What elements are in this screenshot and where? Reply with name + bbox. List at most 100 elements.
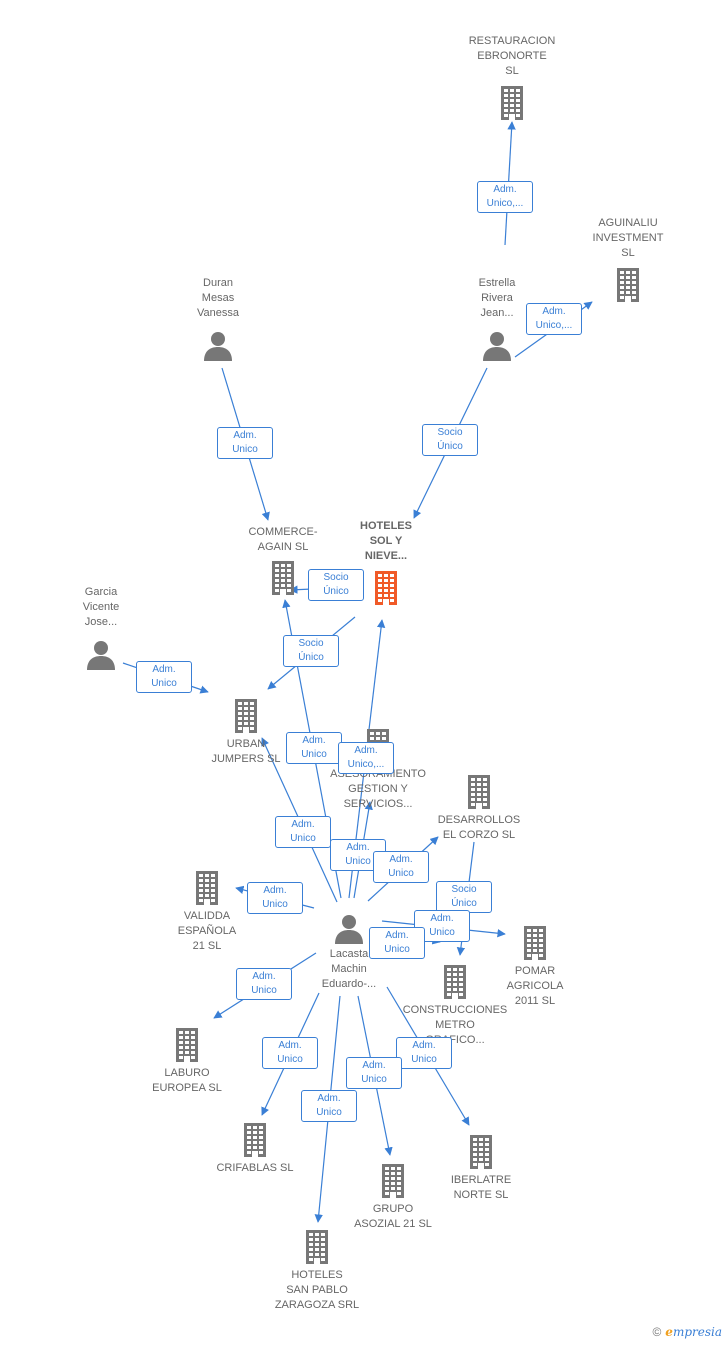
node-label-line: AGAIN SL bbox=[257, 541, 309, 553]
building-icon bbox=[176, 1028, 198, 1062]
node-icon-hoteles_sp[interactable] bbox=[303, 1228, 331, 1269]
edge-label-duran-to-commerce[interactable]: Adm.Unico bbox=[217, 427, 273, 459]
edge-label-garcia-to-urban[interactable]: Adm. Unico bbox=[136, 661, 192, 693]
node-icon-desarrollos[interactable] bbox=[465, 773, 493, 814]
node-label-line: Machin bbox=[331, 963, 367, 975]
node-label-line: NIEVE... bbox=[364, 550, 408, 562]
node-label-line: JUMPERS SL bbox=[211, 753, 281, 765]
edge-label-lacasta-to-iberlatre[interactable]: Adm.Unico bbox=[301, 1090, 357, 1122]
edge-label-text: Adm. bbox=[354, 745, 378, 756]
edge-label-lacasta-to-commerce[interactable]: Adm.Unico bbox=[286, 732, 342, 764]
node-label-line: CONSTRUCCIONES bbox=[402, 1004, 508, 1016]
node-icon-duran[interactable] bbox=[203, 331, 233, 366]
node-icon-restauracion[interactable] bbox=[498, 84, 526, 125]
node-icon-crifablas[interactable] bbox=[241, 1121, 269, 1162]
edge-label-text: Adm. bbox=[291, 819, 315, 830]
node-icon-estrella[interactable] bbox=[482, 331, 512, 366]
node-commerce[interactable]: COMMERCE- AGAIN SL bbox=[223, 525, 343, 555]
node-icon-validda[interactable] bbox=[193, 869, 221, 910]
edge-label-text: Unico bbox=[345, 856, 371, 867]
node-icon-lacasta[interactable] bbox=[334, 914, 364, 949]
edge-label-text: Unico bbox=[429, 927, 455, 938]
edge-label-text: Adm. bbox=[346, 842, 370, 853]
edge-label-lacasta-to-validda[interactable]: Adm.Unico bbox=[247, 882, 303, 914]
node-icon-construcciones[interactable] bbox=[441, 963, 469, 1004]
edge-label-text: Único bbox=[451, 898, 477, 909]
edge-label-lacasta-to-construcciones[interactable]: Adm.Unico bbox=[369, 927, 425, 959]
node-icon-aguinaliu[interactable] bbox=[614, 266, 642, 307]
node-label-line: POMAR bbox=[514, 965, 556, 977]
brand-initial: e bbox=[665, 1325, 673, 1339]
edge-label-lacasta-to-hoteles_sp[interactable]: Adm.Unico bbox=[396, 1037, 452, 1069]
building-icon bbox=[468, 775, 490, 809]
node-label-line: VALIDDA bbox=[183, 910, 231, 922]
edge-label-lacasta-to-desarrollos[interactable]: Adm. Unico bbox=[373, 851, 429, 883]
edge-label-lacasta-to-crifablas[interactable]: Adm. Unico bbox=[262, 1037, 318, 1069]
edge-label-text: Único bbox=[323, 586, 349, 597]
edge-label-estrella-to-restauracion[interactable]: Adm.Unico,... bbox=[477, 181, 533, 213]
edge-label-estrella-to-aguinaliu[interactable]: Adm.Unico,... bbox=[526, 303, 582, 335]
edge-label-text: Adm. bbox=[362, 1060, 386, 1071]
edge-label-text: Unico bbox=[151, 678, 177, 689]
edge-label-text: Unico bbox=[388, 868, 414, 879]
edge-label-lacasta-to-grupo[interactable]: Adm.Unico bbox=[346, 1057, 402, 1089]
node-icon-commerce[interactable] bbox=[269, 559, 297, 600]
person-icon bbox=[483, 332, 511, 361]
node-icon-pomar[interactable] bbox=[521, 924, 549, 965]
edge-label-text: Adm. bbox=[152, 664, 176, 675]
edge-label-text: Adm. bbox=[233, 430, 257, 441]
edge-label-text: Unico bbox=[384, 944, 410, 955]
edge-label-text: Socio bbox=[437, 427, 463, 438]
edge-label-text: Unico bbox=[411, 1054, 437, 1065]
building-icon bbox=[375, 571, 397, 605]
node-label-line: EL CORZO SL bbox=[442, 829, 516, 841]
edge-label-lacasta-to-laburo[interactable]: Adm.Unico bbox=[236, 968, 292, 1000]
node-label-line: Eduardo-... bbox=[321, 978, 377, 990]
node-icon-iberlatre[interactable] bbox=[467, 1133, 495, 1174]
node-icon-urban[interactable] bbox=[232, 697, 260, 738]
node-label-line: COMMERCE- bbox=[248, 526, 318, 538]
building-icon bbox=[501, 86, 523, 120]
node-icon-garcia[interactable] bbox=[86, 640, 116, 675]
edge-label-lacasta-to-pomar[interactable]: Adm.Unico bbox=[414, 910, 470, 942]
node-label-line: GRUPO bbox=[372, 1203, 414, 1215]
edge-label-text: Adm. bbox=[389, 854, 413, 865]
edge-label-lacasta-to-hoteles_sol[interactable]: Adm.Unico,... bbox=[338, 742, 394, 774]
node-grupo[interactable]: GRUPO ASOZIAL 21 SL bbox=[333, 1202, 453, 1232]
edge-label-text: Unico bbox=[277, 1054, 303, 1065]
edge-label-lacasta-to-urban[interactable]: Adm.Unico bbox=[275, 816, 331, 848]
node-icon-grupo[interactable] bbox=[379, 1162, 407, 1203]
node-label-line: AGRICOLA bbox=[506, 980, 564, 992]
copyright-symbol: © bbox=[652, 1325, 662, 1339]
node-label-line: ASOZIAL 21 SL bbox=[354, 1218, 432, 1230]
node-crifablas[interactable]: CRIFABLAS SL bbox=[195, 1161, 315, 1176]
node-icon-hoteles_sol[interactable] bbox=[372, 569, 400, 610]
node-label-line: Duran bbox=[203, 277, 233, 289]
node-label-line: Lacasta bbox=[329, 948, 369, 960]
building-icon bbox=[524, 926, 546, 960]
building-icon bbox=[235, 699, 257, 733]
edge-label-lacasta-to-asesoramiento[interactable]: Adm. Unico bbox=[330, 839, 386, 871]
node-label-line: Garcia bbox=[84, 586, 118, 598]
edge-label-text: Adm. bbox=[278, 1040, 302, 1051]
node-icon-laburo[interactable] bbox=[173, 1026, 201, 1067]
